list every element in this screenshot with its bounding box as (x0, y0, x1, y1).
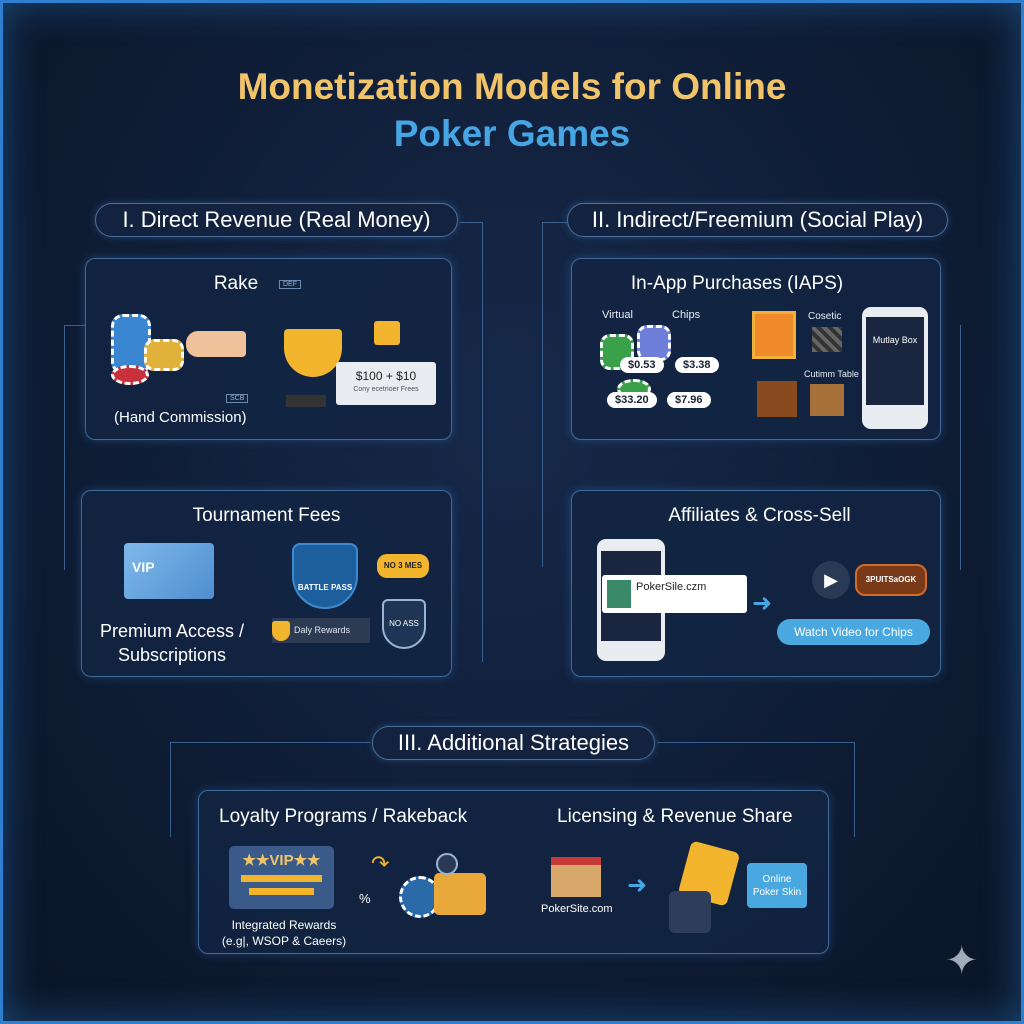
badge: SCB (226, 394, 249, 403)
building-icon (551, 857, 601, 897)
additional-card: Loyalty Programs / Rakeback Licensing & … (198, 790, 829, 954)
vip-card-icon: ★★VIP★★ (229, 846, 334, 909)
affiliates-title: Affiliates & Cross-Sell (668, 505, 851, 526)
vip-card-icon: VIP (124, 543, 214, 599)
table-theme-icon (810, 384, 844, 416)
price-tag: $0.53 (620, 357, 664, 373)
ticket-icon: $100 + $10 Cony ecetrioer Frees (336, 362, 436, 405)
vip-label: ★★VIP★★ (242, 852, 321, 869)
connector (170, 742, 370, 743)
skin-line: Online (762, 874, 792, 885)
virtual-label: Virtual (602, 309, 633, 321)
connector (460, 222, 482, 223)
section-header-direct: I. Direct Revenue (Real Money) (95, 203, 458, 237)
subscriptions-line: Subscriptions (117, 645, 227, 665)
connector (960, 325, 961, 570)
loyalty-title: Loyalty Programs / Rakeback (219, 806, 468, 827)
avatar-frame-icon (752, 311, 796, 359)
phone-icon: Mutlay Box (862, 307, 928, 429)
coin-icon (436, 853, 458, 875)
curved-arrow-icon: ↷ (371, 851, 390, 876)
arrow-right-icon: ➜ (752, 590, 773, 617)
caption-line: Integrated Rewards (231, 918, 337, 932)
qr-icon (607, 580, 631, 608)
hand-icon (186, 331, 246, 357)
play-icon[interactable]: ▶ (812, 561, 850, 599)
licensing-title: Licensing & Revenue Share (557, 806, 793, 827)
sportsbook-logo: 3PUITSaOGK (855, 564, 927, 596)
tournament-card: Tournament Fees VIP Premium Access / Sub… (81, 490, 452, 677)
affiliate-site: PokerSile.czm (636, 581, 707, 593)
chips-label: Chips (672, 309, 701, 321)
price-tag: $7.96 (667, 392, 711, 408)
badge: DEF (279, 280, 301, 289)
poker-site-label: PokerSite.com (539, 902, 615, 916)
connector (854, 742, 855, 837)
section-header-indirect: II. Indirect/Freemium (Social Play) (567, 203, 948, 237)
chip-icon (111, 365, 149, 385)
vip-label: VIP (132, 559, 155, 575)
custom-table-label: Cutimm Table (804, 369, 859, 379)
arrow-right-icon: ➜ (627, 872, 648, 899)
rake-subtitle: (Hand Commission) (114, 409, 247, 426)
iaps-card: In-App Purchases (IAPS) Virtual Chips $0… (571, 258, 941, 440)
sparkle-icon: ✦ (945, 939, 979, 983)
ticket-caption: Cony ecetrioer Frees (353, 386, 419, 393)
price-tag: $3.38 (675, 357, 719, 373)
connector (542, 222, 567, 223)
trophy-icon (284, 329, 342, 377)
mystery-box-screen: Mutlay Box (866, 317, 924, 405)
title-line-2: Poker Games (393, 113, 631, 154)
shield-icon (272, 621, 290, 641)
connector (657, 742, 854, 743)
price-tag: $33.20 (607, 392, 657, 408)
percent-label: % (359, 891, 371, 906)
connector (170, 742, 171, 837)
section-header-additional: III. Additional Strategies (372, 726, 655, 760)
title-line-1: Monetization Models for Online (237, 66, 787, 107)
shield-badge: NO ASS (382, 599, 426, 649)
caption-line: (e.g|, WSOP & Caeers) (221, 934, 347, 948)
lock-icon (374, 321, 400, 345)
chip-stack-icon (637, 325, 671, 361)
puzzle-piece-icon (669, 891, 711, 933)
premium-label: Premium Access / Subscriptions (82, 619, 262, 667)
table-theme-icon (757, 381, 797, 417)
poker-skin-puzzle: Online Poker Skin (747, 863, 807, 908)
connector (542, 222, 543, 567)
rake-card: Rake DEF $100 + $10 Cony ecetrioer Frees… (85, 258, 452, 440)
cosmetic-label: Cosetic (808, 311, 842, 322)
cosmetic-pattern-icon (812, 327, 842, 352)
premium-line: Premium Access / (99, 621, 245, 641)
tournament-title: Tournament Fees (192, 505, 341, 526)
connector (64, 325, 86, 326)
loyalty-caption: Integrated Rewards (e.g|, WSOP & Caeers) (209, 917, 359, 949)
affiliates-card: Affiliates & Cross-Sell PokerSile.czm ➜ … (571, 490, 941, 677)
iaps-title: In-App Purchases (IAPS) (630, 273, 844, 294)
watch-video-button[interactable]: Watch Video for Chips (777, 619, 930, 645)
chip-stack-icon (144, 339, 184, 371)
affiliate-popup[interactable]: PokerSile.czm (602, 575, 747, 613)
battle-pass-badge: Battle Pass (292, 543, 358, 609)
connector (482, 222, 483, 662)
rake-title: Rake (213, 273, 259, 294)
trophy-base (286, 395, 326, 407)
ticket-price: $100 + $10 (355, 369, 417, 383)
connector (64, 325, 65, 570)
skin-line: Poker Skin (752, 887, 802, 898)
badge-gold: NO 3 MES (377, 554, 429, 578)
wallet-icon (434, 873, 486, 915)
